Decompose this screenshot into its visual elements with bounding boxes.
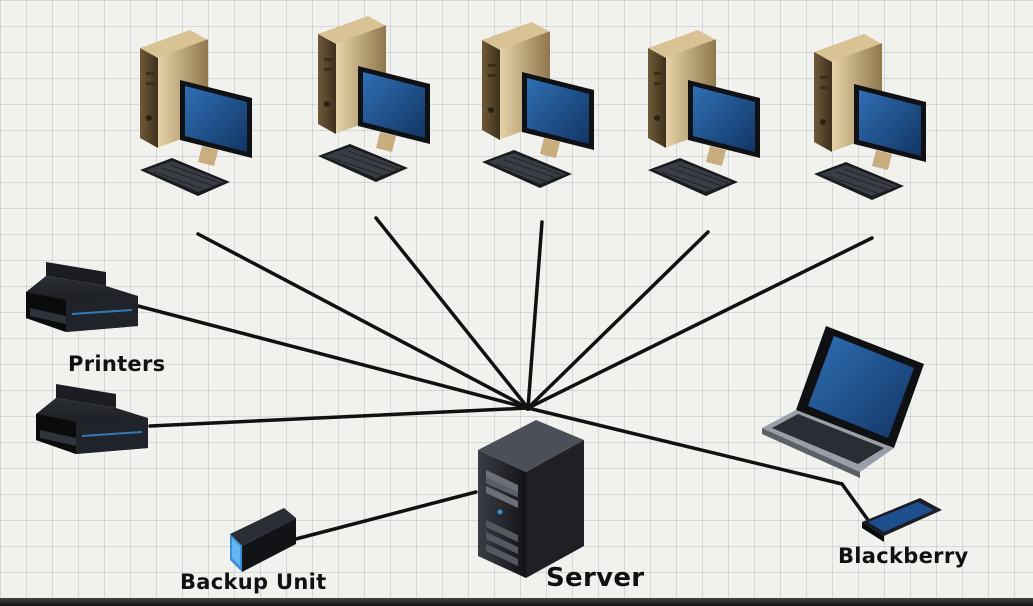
desktop-computer-icon	[481, 21, 595, 189]
backup-unit[interactable]	[230, 508, 296, 572]
link-workstation-2	[374, 216, 530, 410]
blackberry[interactable]	[862, 498, 942, 542]
backup-unit-label: Backup Unit	[180, 570, 327, 594]
server-tower-icon	[478, 420, 584, 578]
workstation-4[interactable]	[647, 29, 761, 197]
link-workstation-1	[196, 232, 530, 410]
link-workstation-4	[526, 230, 710, 410]
link-server-backup	[290, 490, 478, 542]
workstation-2[interactable]	[317, 15, 431, 183]
printer-icon	[25, 261, 139, 333]
link-workstation-5	[526, 236, 874, 410]
link-workstation-3	[526, 220, 544, 410]
link-laptop	[526, 406, 844, 486]
link-printer-2	[148, 406, 530, 428]
printer-2[interactable]	[35, 383, 149, 455]
link-laptop-blackberry	[840, 482, 870, 522]
laptop-icon	[762, 326, 924, 478]
blackberry-label: Blackberry	[838, 544, 969, 568]
desktop-computer-icon	[317, 15, 431, 183]
network-hub	[525, 405, 531, 411]
workstation-3[interactable]	[481, 21, 595, 189]
bottom-edge-bar	[0, 598, 1033, 606]
server[interactable]	[478, 420, 584, 578]
desktop-computer-icon	[647, 29, 761, 197]
link-printer-1	[136, 304, 530, 410]
smartphone-icon	[862, 498, 942, 542]
printers-label: Printers	[68, 352, 166, 376]
connection-lines	[136, 216, 874, 542]
desktop-computer-icon	[813, 33, 927, 201]
workstation-5[interactable]	[813, 33, 927, 201]
workstation-1[interactable]	[139, 29, 253, 197]
laptop[interactable]	[762, 326, 924, 478]
printer-1[interactable]	[25, 261, 139, 333]
printer-icon	[35, 383, 149, 455]
desktop-computer-icon	[139, 29, 253, 197]
backup-drive-icon	[230, 508, 296, 572]
server-label: Server	[546, 563, 645, 593]
